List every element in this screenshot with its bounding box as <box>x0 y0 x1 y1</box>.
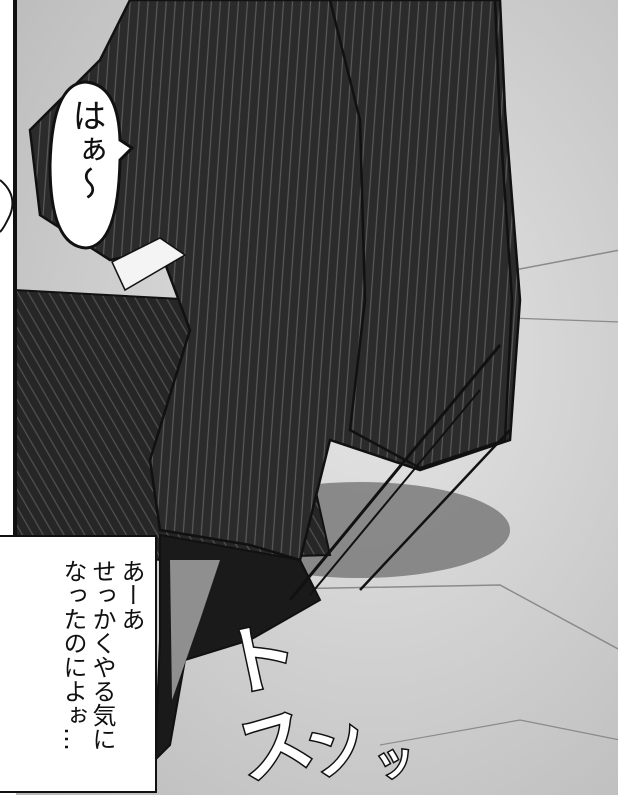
motion-line <box>288 344 502 601</box>
speech-bubble <box>48 80 135 250</box>
shirt-patch <box>111 237 187 292</box>
suit-right <box>328 0 514 470</box>
bubble-fragment <box>0 179 14 233</box>
shoe-highlight <box>170 560 220 700</box>
speech-bubble-text: はぁ〜 <box>66 98 106 200</box>
narration-text: あーあ せっかくやる気に なったのによぉ… <box>59 559 145 751</box>
motion-line <box>309 389 481 596</box>
floor-line <box>509 317 620 323</box>
floor-line <box>229 584 620 651</box>
narration-box: あーあ せっかくやる気に なったのによぉ… <box>0 535 157 793</box>
motion-line <box>359 429 511 591</box>
floor-line <box>379 719 620 746</box>
